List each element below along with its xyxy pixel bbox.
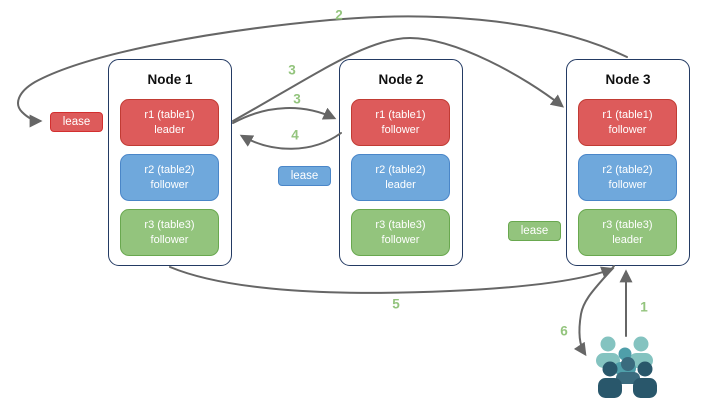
replica-name: r1 (table1) [144,108,195,121]
step-label-5: 5 [392,296,400,312]
replica-role: follower [381,123,420,136]
arrow-step-5 [169,266,615,294]
node-2: Node 2 r1 (table1) follower r2 (table2) … [339,59,463,266]
replica-r3-node2: r3 (table3) follower [351,209,450,256]
replica-r2-node1: r2 (table2) follower [120,154,219,201]
replica-role: leader [612,233,643,246]
replica-role: follower [150,233,189,246]
node-title: Node 3 [605,72,651,87]
replica-name: r2 (table2) [144,163,195,176]
replica-name: r3 (table3) [375,218,426,231]
arrow-step-3-to-node2 [232,107,337,124]
step-label-1: 1 [640,299,648,315]
replica-name: r1 (table1) [375,108,426,121]
replica-role: follower [381,233,420,246]
replica-name: r3 (table3) [602,218,653,231]
lease-badge-r1: lease [50,112,103,132]
step-label-3a: 3 [288,62,296,78]
replica-role: leader [154,123,185,136]
replica-r3-node3: r3 (table3) leader [578,209,677,256]
node-3: Node 3 r1 (table1) follower r2 (table2) … [566,59,690,266]
node-title: Node 1 [147,72,193,87]
node-title: Node 2 [378,72,424,87]
lease-badge-r3: lease [508,221,561,241]
replica-name: r2 (table2) [602,163,653,176]
replica-r1-node3: r1 (table1) follower [578,99,677,146]
replica-role: follower [608,178,647,191]
replica-role: follower [608,123,647,136]
replica-name: r1 (table1) [602,108,653,121]
arrow-step-6 [573,265,615,357]
lease-badge-r2: lease [278,166,331,186]
replica-name: r3 (table3) [144,218,195,231]
node-1: Node 1 r1 (table1) leader r2 (table2) fo… [108,59,232,266]
step-label-3b: 3 [293,91,301,107]
users-icon [596,336,657,398]
replica-r3-node1: r3 (table3) follower [120,209,219,256]
replica-role: follower [150,178,189,191]
replica-role: leader [385,178,416,191]
replica-r2-node3: r2 (table2) follower [578,154,677,201]
step-label-4: 4 [291,127,299,143]
replica-r1-node1: r1 (table1) leader [120,99,219,146]
step-label-2: 2 [335,7,343,23]
replica-name: r2 (table2) [375,163,426,176]
replica-r1-node2: r1 (table1) follower [351,99,450,146]
replica-r2-node2: r2 (table2) leader [351,154,450,201]
step-label-6: 6 [560,323,568,339]
